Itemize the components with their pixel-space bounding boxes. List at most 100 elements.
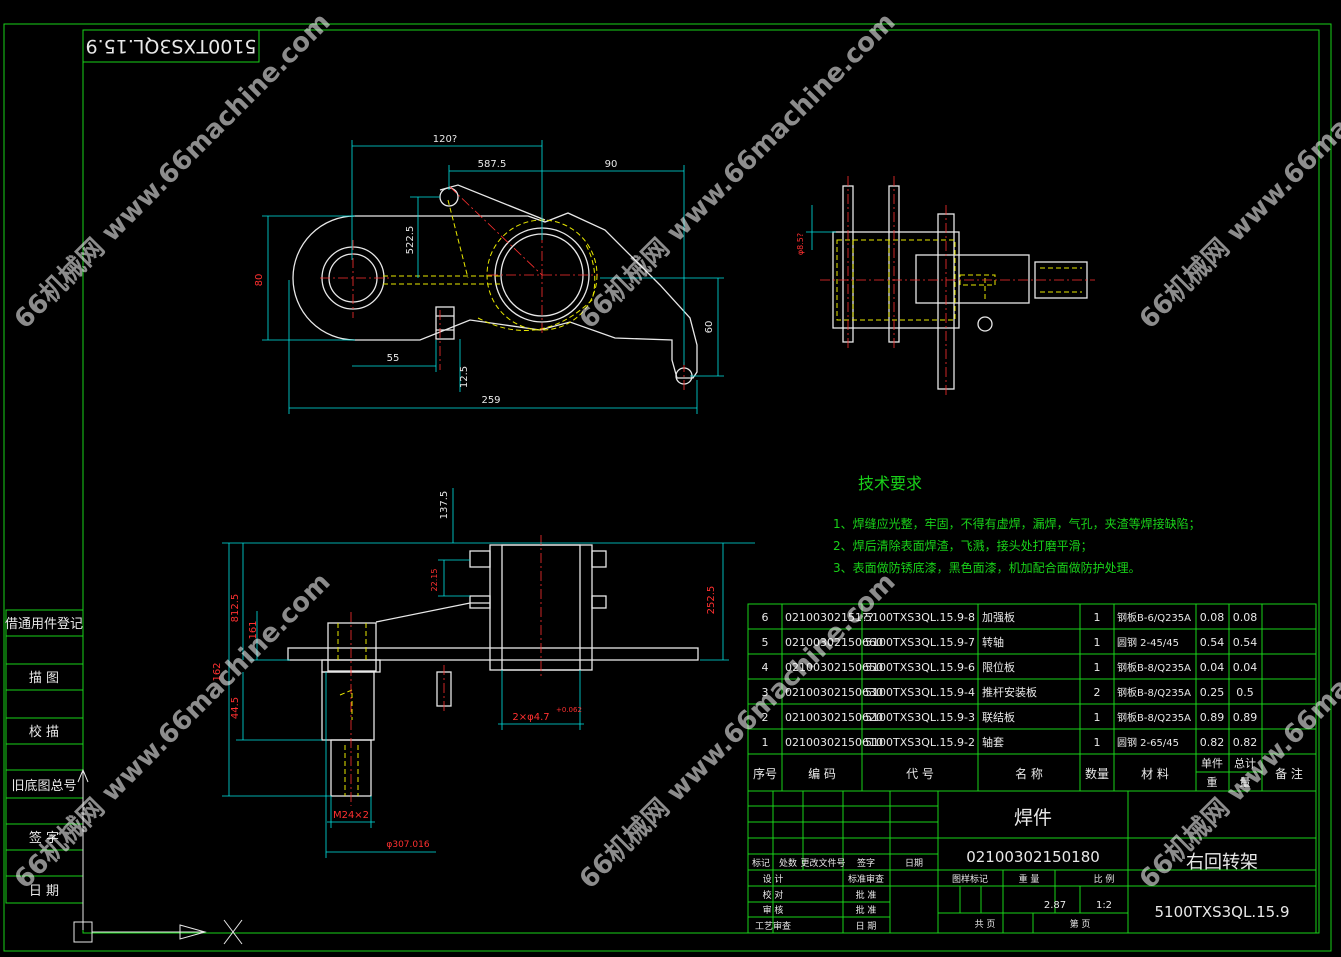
tb-chushu: 处数 xyxy=(779,857,797,869)
strip-label-5: 签 字 xyxy=(29,830,59,846)
bom-cell-qty: 1 xyxy=(1094,736,1101,749)
bom-cell-code: 02100302151?? xyxy=(785,611,874,624)
bom-cell-code: 02100302150630 xyxy=(785,686,883,699)
tb-gongyi: 工艺审查 xyxy=(755,920,791,932)
bom-cell-unit-wt: 0.89 xyxy=(1200,711,1225,724)
dim-22: 22.15 xyxy=(430,569,439,592)
bom-cell-no: 2 xyxy=(762,711,769,724)
bom-cell-total-wt: 0.04 xyxy=(1233,661,1258,674)
tb-tuyang: 图样标记 xyxy=(952,873,988,885)
bom-cell-material: 圆钢 2-45/45 xyxy=(1117,636,1179,649)
strip-label-2: 描 图 xyxy=(29,671,59,686)
bom-header-total-b: 量 xyxy=(1240,776,1251,789)
strip-label-3: 校 描 xyxy=(29,724,59,740)
bom-cell-name: 限位板 xyxy=(982,660,1015,674)
bom-cell-no: 4 xyxy=(762,661,769,674)
tb-shenhe: 审 核 xyxy=(763,904,784,916)
bom-cell-total-wt: 0.08 xyxy=(1233,611,1258,624)
bom-cell-unit-wt: 0.25 xyxy=(1200,686,1225,699)
dim-12-5: 12.5 xyxy=(459,366,470,388)
dim-80: 80 xyxy=(254,274,265,287)
watermarks: 66机械网 www.66machine.com 66机械网 www.66mach… xyxy=(9,7,1341,895)
bom-cell-code: 02100302150610 xyxy=(785,736,883,749)
watermark-5: 66机械网 www.66machine.com xyxy=(574,567,902,895)
tb-riqi: 日期 xyxy=(905,858,923,869)
tb-riqi2: 日 期 xyxy=(856,921,877,932)
bom-cell-no: 3 xyxy=(762,686,769,699)
bom-cell-qty: 1 xyxy=(1094,711,1101,724)
bom-cell-no: 1 xyxy=(762,736,769,749)
title-scale: 1:2 xyxy=(1096,900,1112,911)
bom-cell-drawing: 5100TXS3QL.15.9-2 xyxy=(865,736,975,749)
tb-qianzi: 签字 xyxy=(857,857,875,869)
top-view: 120? 587.5 90 522.5 80 60 55 12.5 259 xyxy=(254,134,724,414)
tb-gengai: 更改文件号 xyxy=(800,857,845,869)
bom-cell-name: 联结板 xyxy=(982,710,1015,724)
front-view: 137.5 22.15 812.5 161 162 44.5 252.5 2×φ… xyxy=(212,488,755,858)
dim-60: 60 xyxy=(704,321,715,334)
bom-header-total-a: 总计 xyxy=(1234,756,1256,770)
dim-90: 90 xyxy=(605,159,618,170)
bom-cell-unit-wt: 0.54 xyxy=(1200,636,1225,649)
dim-137: 137.5 xyxy=(439,491,450,520)
bom-cell-drawing: 5100TXS3QL.15.9-8 xyxy=(865,611,975,624)
bom-cell-total-wt: 0.5 xyxy=(1236,686,1254,699)
bom-cell-drawing: 5100TXS3QL.15.9-4 xyxy=(865,686,975,699)
title-name: 右回转架 xyxy=(1186,852,1258,873)
bom-cell-material: 钢板B-6/Q235A xyxy=(1117,611,1191,624)
tb-sheji: 设 计 xyxy=(763,873,784,885)
bom-cell-material: 钢板B-8/Q235A xyxy=(1117,686,1191,699)
dim-2xphi: 2×φ4.7 xyxy=(512,712,549,723)
bom-cell-qty: 2 xyxy=(1094,686,1101,699)
bom-cell-qty: 1 xyxy=(1094,661,1101,674)
bom-cell-total-wt: 0.89 xyxy=(1233,711,1258,724)
bom-cell-code: 02100302150660 xyxy=(785,636,883,649)
dim-phi30: φ307.016 xyxy=(386,840,429,850)
tech-req-item-1: 1、焊缝应光整，牢固，不得有虚焊，漏焊，气孔，夹渣等焊接缺陷； xyxy=(833,516,1201,531)
bom-header-unit-b: 重 xyxy=(1207,775,1218,789)
watermark-3: 66机械网 www.66machine.com xyxy=(1134,7,1341,335)
tb-biaozhun: 标准审查 xyxy=(848,873,884,885)
bom-cell-material: 钢板B-8/Q235A xyxy=(1117,711,1191,724)
bom-cell-total-wt: 0.82 xyxy=(1233,736,1258,749)
bom-cell-total-wt: 0.54 xyxy=(1233,636,1258,649)
bom-cell-drawing: 5100TXS3QL.15.9-7 xyxy=(865,636,975,649)
tech-req-item-3: 3、表面做防锈底漆，黑色面漆，机加配合面做防护处理。 xyxy=(833,560,1141,575)
tb-gong: 共 页 xyxy=(975,919,996,930)
dim-587: 587.5 xyxy=(478,159,507,170)
dim-259: 259 xyxy=(481,395,500,406)
tb-pizhun: 批 准 xyxy=(856,889,877,901)
title-type: 焊件 xyxy=(1014,807,1052,829)
bom-cell-qty: 1 xyxy=(1094,636,1101,649)
strip-label-1: 借通用件登记 xyxy=(5,617,83,632)
bom-cell-unit-wt: 0.04 xyxy=(1200,661,1225,674)
bom-cell-name: 转轴 xyxy=(982,635,1004,649)
tb-di: 第 页 xyxy=(1070,918,1091,930)
dim-55: 55 xyxy=(387,353,400,364)
bom-header-unit-a: 单件 xyxy=(1201,757,1223,770)
tb-zhongliang: 重 量 xyxy=(1019,873,1040,885)
bom-cell-qty: 1 xyxy=(1094,611,1101,624)
bom-header-qty: 数量 xyxy=(1085,766,1109,781)
bom-cell-drawing: 5100TXS3QL.15.9-3 xyxy=(865,711,975,724)
dim-812: 812.5 xyxy=(230,594,241,623)
bom-cell-unit-wt: 0.82 xyxy=(1200,736,1225,749)
bom-cell-code: 02100302150620 xyxy=(785,711,883,724)
bom-cell-drawing: 5100TXS3QL.15.9-6 xyxy=(865,661,975,674)
bom-header-drawing: 代 号 xyxy=(906,767,934,781)
bom-header-remark: 备 注 xyxy=(1275,766,1303,781)
bom-cell-material: 圆钢 2-65/45 xyxy=(1117,736,1179,749)
strip-label-4: 旧底图总号 xyxy=(11,778,76,794)
bom-header-material: 材 料 xyxy=(1141,767,1169,781)
tb-pizhun2: 批 准 xyxy=(856,904,877,916)
bom-cell-no: 5 xyxy=(762,636,769,649)
bom-cell-code: 02100302150650 xyxy=(785,661,883,674)
dim-161: 161 xyxy=(248,620,259,639)
